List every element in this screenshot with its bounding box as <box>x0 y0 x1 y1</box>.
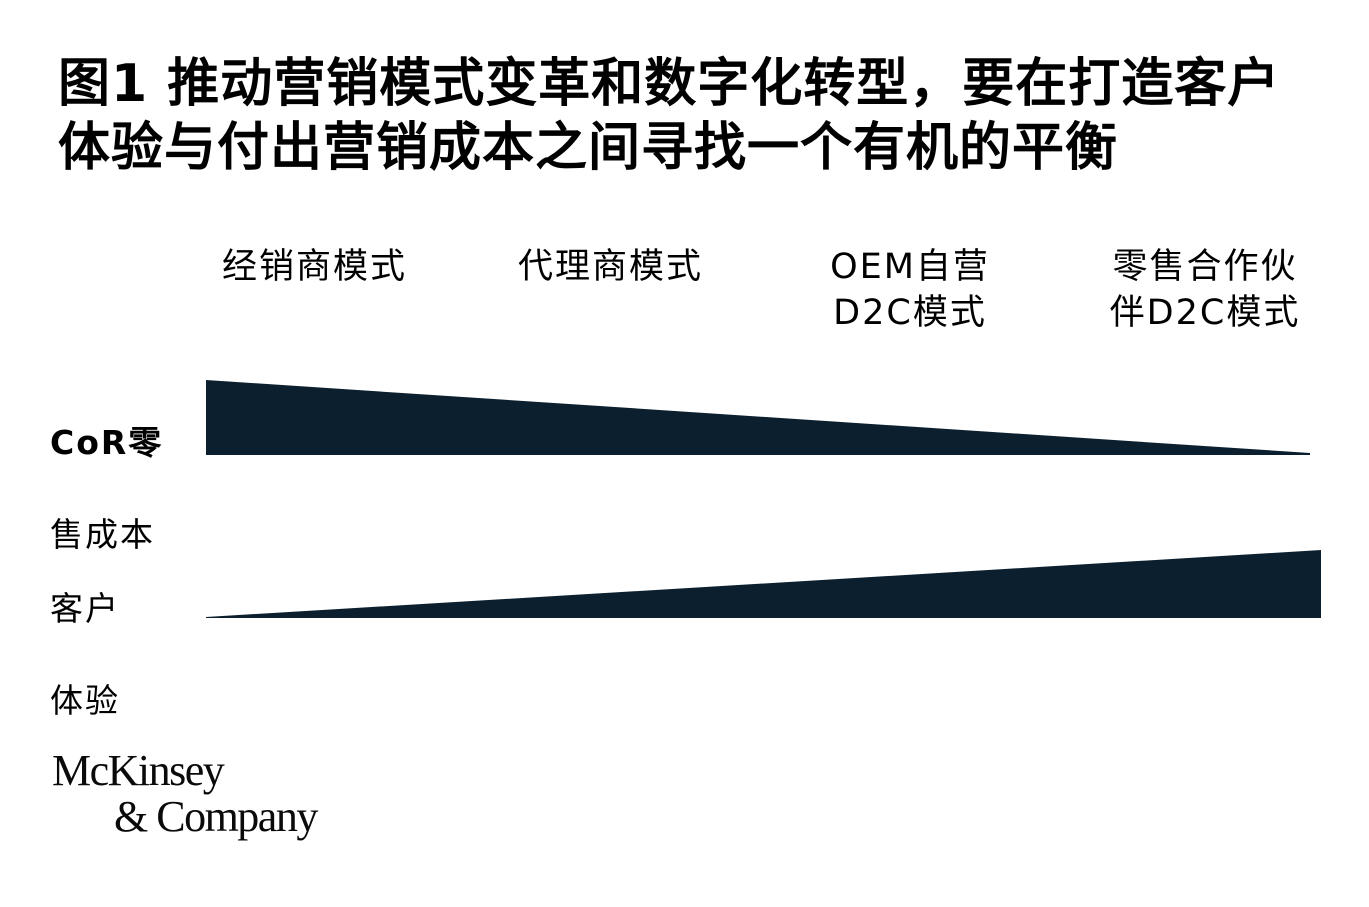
mckinsey-logo: McKinsey & Company <box>52 746 318 841</box>
model-label-oem-d2c: OEM自营 D2C模式 <box>810 244 1010 336</box>
cost-decreasing-wedge <box>206 380 1310 455</box>
model-label-line: D2C模式 <box>833 293 987 333</box>
logo-line: McKinsey <box>52 746 225 795</box>
row-label-line: 售成本 <box>50 515 155 554</box>
model-label-line: 零售合作伙 <box>1112 247 1298 287</box>
model-label-line: 代理商模式 <box>518 247 704 287</box>
model-label-line: 伴D2C模式 <box>1109 293 1301 333</box>
row-label-line: CoR零 <box>50 423 164 462</box>
row-label-line: 体验 <box>50 681 120 720</box>
row-label-customer-experience: 客户 体验 <box>50 540 120 770</box>
model-label-retail-partner-d2c: 零售合作伙 伴D2C模式 <box>1100 244 1310 336</box>
row-label-line: 客户 <box>50 589 120 628</box>
model-label-agency: 代理商模式 <box>518 244 703 290</box>
model-label-line: OEM自营 <box>830 247 990 287</box>
model-label-distributor: 经销商模式 <box>222 244 407 290</box>
logo-line: & Company <box>114 792 318 841</box>
model-label-line: 经销商模式 <box>222 247 408 287</box>
row-label-retail-cost: CoR零 售成本 <box>50 374 163 604</box>
page-title: 图1 推动营销模式变革和数字化转型，要在打造客户体验与付出营销成本之间寻找一个有… <box>58 54 1281 178</box>
experience-increasing-wedge <box>206 550 1321 618</box>
